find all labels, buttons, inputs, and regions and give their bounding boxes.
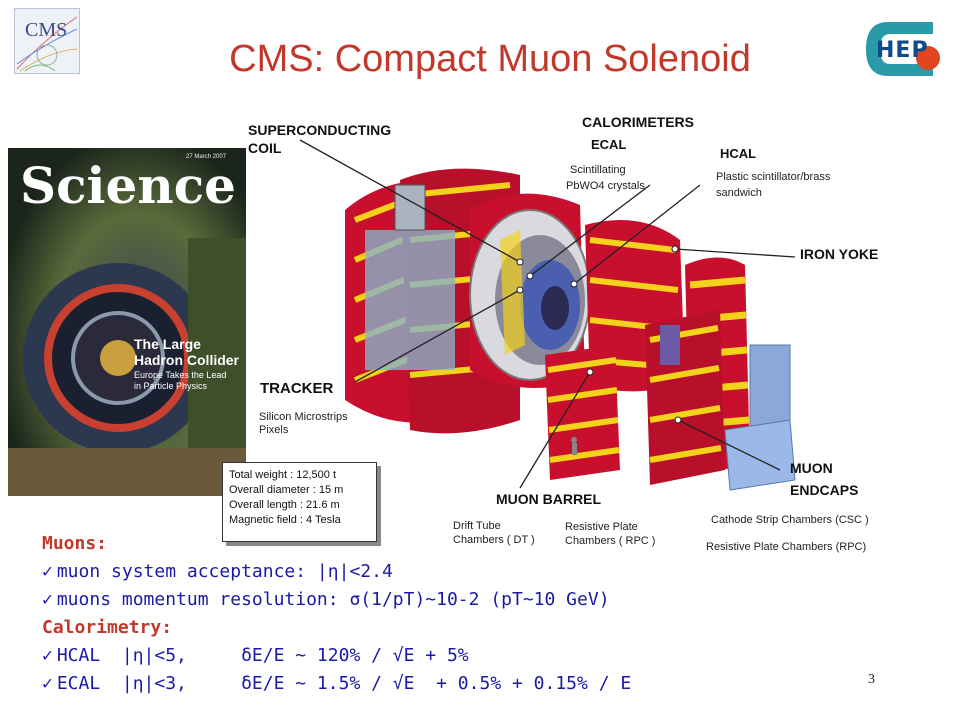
calo-bullet-hcal: ✓HCAL |η|<5, δE/E ~ 120% / √E + 5% [42, 642, 631, 670]
label-hcal: HCAL [720, 146, 757, 161]
muon-bullet-resolution: ✓muons momentum resolution: σ(1/pT)~10-2… [42, 586, 631, 614]
cover-masthead: Science [20, 156, 236, 215]
label-rpc-barrel-1: Resistive Plate [565, 521, 638, 533]
muon-bullet-acceptance: ✓muon system acceptance: |η|<2.4 [42, 558, 631, 586]
spec-weight: Total weight : 12,500 t [229, 469, 337, 481]
label-calorimeters: CALORIMETERS [582, 114, 694, 130]
label-muon-endcaps-2: ENDCAPS [790, 482, 859, 498]
label-iron-yoke: IRON YOKE [800, 246, 879, 262]
spec-diameter: Overall diameter : 15 m [229, 484, 344, 496]
label-ecal: ECAL [591, 137, 627, 152]
cover-illustration [8, 148, 246, 496]
label-muon-endcaps-1: MUON [790, 460, 833, 476]
page-title: CMS: Compact Muon Solenoid [229, 38, 751, 80]
label-ecal-sub1: Scintillating [570, 164, 626, 176]
check-icon: ✓ [42, 673, 53, 694]
cover-headline-2: Hadron Collider [134, 352, 240, 368]
calorimetry-heading: Calorimetry: [42, 617, 173, 638]
label-tracker-sub1: Silicon Microstrips [259, 411, 348, 423]
muon-resolution-text: muons momentum resolution: σ(1/pT)~10-2 … [56, 589, 610, 610]
hep-logo-text: HEP [876, 38, 929, 63]
endcap-disks [645, 257, 796, 491]
muons-heading: Muons: [42, 533, 108, 554]
bullet-section: Muons: ✓muon system acceptance: |η|<2.4 … [42, 530, 631, 698]
label-hcal-sub2: sandwich [716, 187, 762, 199]
label-tracker: TRACKER [260, 380, 334, 397]
label-muon-barrel: MUON BARREL [496, 491, 601, 507]
cover-headline-1: The Large [134, 336, 201, 352]
label-drift-tube-2: Chambers ( DT ) [453, 534, 535, 546]
hcal-text: HCAL |η|<5, δE/E ~ 120% / √E + 5% [56, 645, 469, 666]
person-silhouette [571, 437, 577, 455]
ecal-text: ECAL |η|<3, δE/E ~ 1.5% / √E + 0.5% + 0.… [56, 673, 632, 694]
specs-box: Total weight : 12,500 t Overall diameter… [222, 462, 377, 542]
cover-subheadline-1: Europe Takes the Lead [134, 370, 227, 380]
page-number: 3 [868, 672, 875, 687]
hep-logo-graphic [866, 22, 940, 76]
label-tracker-sub2: Pixels [259, 424, 289, 436]
label-coil-line1: SUPERCONDUCTING [248, 122, 392, 138]
muon-acceptance-text: muon system acceptance: |η|<2.4 [56, 561, 393, 582]
label-ecal-sub2: PbWO4 crystals [566, 180, 645, 192]
science-cover: Science 27 March 2007 The Large Hadron C… [8, 148, 246, 496]
spec-field: Magnetic field : 4 Tesla [229, 514, 341, 526]
check-icon: ✓ [42, 589, 53, 610]
cms-logo-text: CMS [25, 19, 68, 41]
label-rpc-endcap: Resistive Plate Chambers (RPC) [706, 541, 867, 553]
calo-bullet-ecal: ✓ECAL |η|<3, δE/E ~ 1.5% / √E + 0.5% + 0… [42, 670, 631, 698]
hep-logo: HEP [858, 14, 948, 84]
cover-subheadline-2: in Particle Physics [134, 381, 208, 391]
cms-logo: CMS [14, 8, 80, 74]
label-drift-tube-1: Drift Tube [453, 520, 501, 532]
leader-points [516, 245, 682, 424]
leader-lines [299, 139, 796, 489]
cms-logo-graphic [16, 16, 78, 72]
label-hcal-sub1: Plastic scintillator/brass [716, 171, 831, 183]
spec-length: Overall length : 21.6 m [229, 499, 340, 511]
check-icon: ✓ [42, 561, 53, 582]
label-rpc-barrel-2: Chambers ( RPC ) [565, 535, 656, 547]
cover-date: 27 March 2007 [186, 154, 227, 160]
check-icon: ✓ [42, 645, 53, 666]
label-coil-line2: COIL [248, 140, 282, 156]
label-csc: Cathode Strip Chambers (CSC ) [711, 514, 869, 526]
